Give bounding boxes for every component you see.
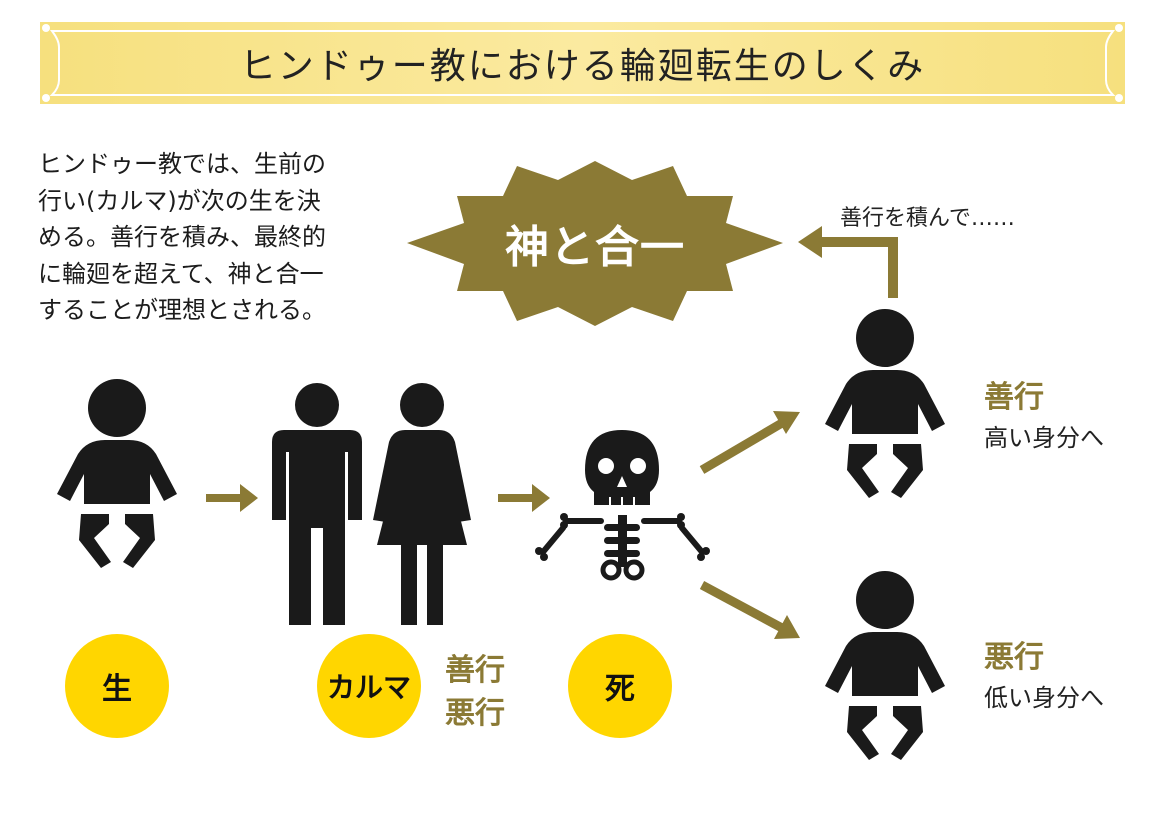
page-title: ヒンドゥー教における輪廻転生のしくみ: [239, 46, 926, 87]
woman-icon: [373, 383, 471, 625]
intro-line: することが理想とされる。: [38, 296, 326, 324]
arrow-to-goal: [798, 226, 898, 298]
intro-line: める。善行を積み、最終的: [38, 223, 326, 251]
arrow-birth-to-karma: [206, 484, 258, 512]
intro-line: に輪廻を超えて、神と合一: [38, 259, 324, 288]
karma-bad-label: 悪行: [445, 696, 505, 731]
stage-circle-death: [568, 634, 672, 738]
arrow-to-bad: [699, 581, 800, 639]
goal-label: 神と合一: [505, 222, 685, 273]
arrow-to-good: [699, 411, 800, 474]
outcome-good-result: 高い身分へ: [984, 424, 1104, 452]
intro-text: ヒンドゥー教では、生前の 行い(カルマ)が次の生を決 める。善行を積み、最終的 …: [38, 146, 388, 329]
stage-karma-label: カルマ: [326, 671, 411, 704]
stage-birth-label: 生: [102, 672, 132, 707]
man-icon: [272, 383, 362, 625]
baby-icon: [825, 309, 945, 498]
title-banner: [40, 22, 1125, 104]
baby-icon: [57, 379, 177, 568]
baby-icon: [825, 571, 945, 760]
stage-circle-birth: [65, 634, 169, 738]
intro-line: 行い(カルマ)が次の生を決: [38, 186, 321, 215]
skeleton-icon: [535, 430, 710, 581]
goal-burst: [407, 161, 783, 326]
intro-line: ヒンドゥー教では、生前の: [38, 150, 326, 178]
arrow-karma-to-death: [498, 484, 550, 512]
path-note: 善行を積んで……: [840, 206, 1015, 231]
outcome-good-label: 善行: [984, 380, 1044, 415]
stage-circle-karma: [317, 634, 421, 738]
outcome-bad-result: 低い身分へ: [984, 684, 1104, 712]
karma-good-label: 善行: [445, 653, 505, 688]
outcome-bad-label: 悪行: [984, 640, 1044, 675]
stage-death-label: 死: [605, 672, 635, 707]
